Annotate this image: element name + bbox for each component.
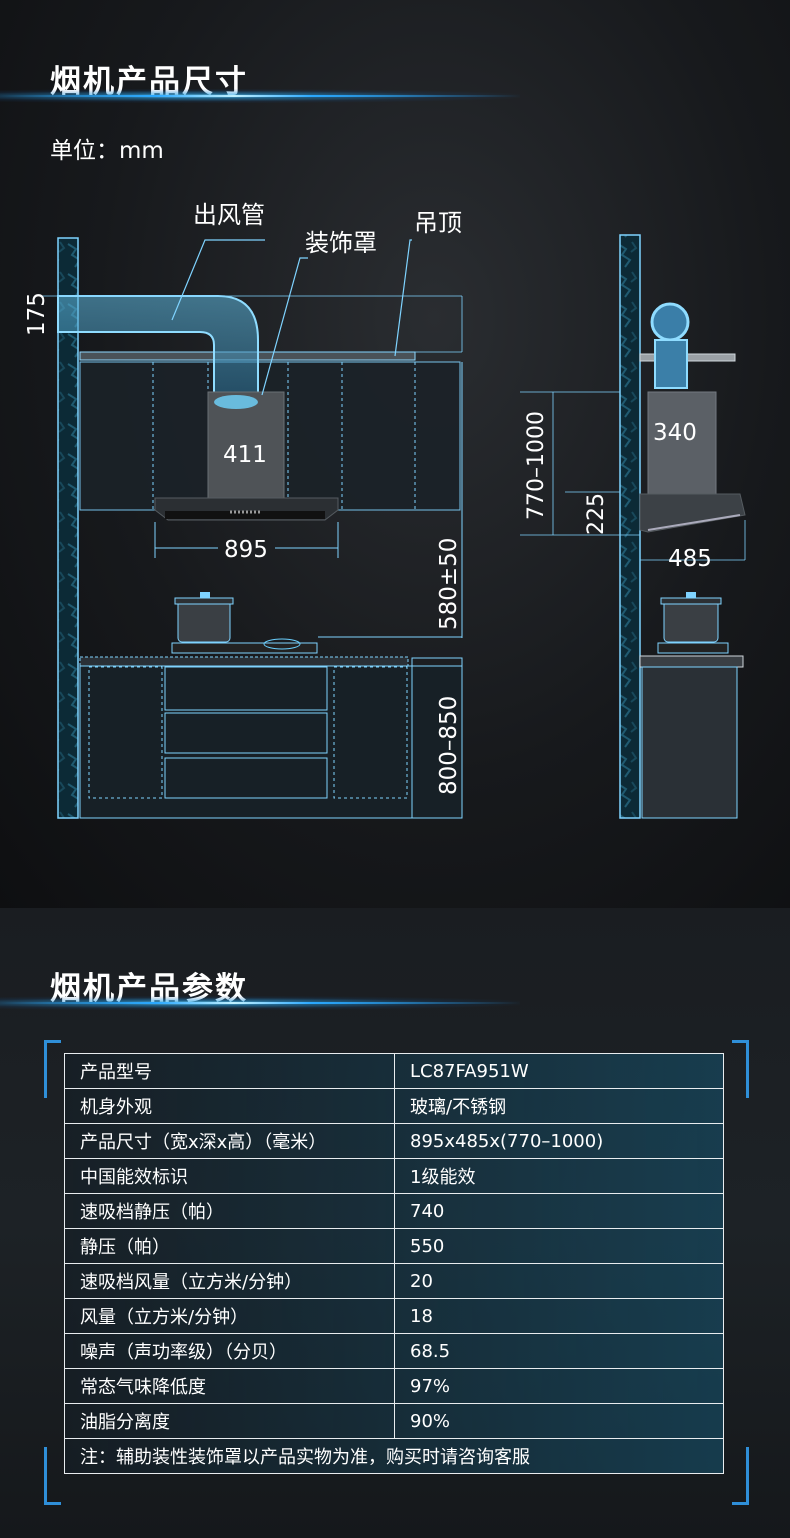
dim-895: 895 [224, 537, 268, 563]
spec-value: 895x485x(770–1000) [394, 1123, 724, 1159]
cover-side [647, 391, 717, 495]
dim-340: 340 [653, 420, 697, 446]
duct-side [650, 302, 690, 342]
table-row: 风量（立方米/分钟）18 [64, 1298, 724, 1334]
hood-side [639, 493, 746, 533]
label-ceiling: 吊顶 [414, 209, 462, 237]
spec-key: 常态气味降低度 [64, 1368, 395, 1404]
dim-411: 411 [223, 442, 267, 468]
spec-key: 风量（立方米/分钟） [64, 1298, 395, 1334]
table-row: 速吸档静压（帕）740 [64, 1193, 724, 1229]
table-row: 噪声（声功率级）（分贝）68.5 [64, 1333, 724, 1369]
table-row: 产品尺寸（宽x深x高）（毫米）895x485x(770–1000) [64, 1123, 724, 1159]
label-duct: 出风管 [193, 201, 265, 229]
spec-key: 静压（帕） [64, 1228, 395, 1264]
spec-key: 油脂分离度 [64, 1403, 395, 1439]
params-title-underline [0, 1002, 520, 1004]
spec-key: 产品尺寸（宽x深x高）（毫米） [64, 1123, 395, 1159]
spec-key: 产品型号 [64, 1053, 395, 1089]
lower-cabinets [79, 665, 463, 819]
spec-value: LC87FA951W [394, 1053, 724, 1089]
dim-580: 580±50 [436, 538, 462, 630]
dim-770: 770–1000 [524, 411, 549, 520]
spec-key: 机身外观 [64, 1088, 395, 1124]
title-underline [0, 95, 520, 97]
dimension-diagram: 出风管 装饰罩 吊顶 411 895 175 580±50 800–850 77… [24, 201, 746, 819]
bracket-top-left [44, 1040, 61, 1098]
spec-value: 68.5 [394, 1333, 724, 1369]
unit-label: 单位：mm [50, 138, 164, 164]
dim-225: 225 [584, 493, 609, 535]
spec-value: 740 [394, 1193, 724, 1229]
bracket-top-right [732, 1040, 749, 1098]
pot-left [177, 599, 231, 643]
dim-485: 485 [668, 546, 712, 572]
spec-value: 550 [394, 1228, 724, 1264]
table-row: 机身外观玻璃/不锈钢 [64, 1088, 724, 1124]
bracket-bottom-right [732, 1447, 749, 1505]
wall-left [57, 237, 79, 819]
spec-key: 中国能效标识 [64, 1158, 395, 1194]
label-cover: 装饰罩 [305, 229, 377, 257]
spec-key: 噪声（声功率级）（分贝） [64, 1333, 395, 1369]
bracket-bottom-left [44, 1447, 61, 1505]
table-row: 静压（帕）550 [64, 1228, 724, 1264]
wall-right [619, 234, 641, 819]
spec-note: 注：辅助装性装饰罩以产品实物为准，购买时请咨询客服 [64, 1438, 724, 1474]
spec-value: 90% [394, 1403, 724, 1439]
spec-value: 玻璃/不锈钢 [394, 1088, 724, 1124]
lower-cabinet-side [641, 666, 738, 819]
countertop [79, 656, 409, 667]
spec-key: 速吸档静压（帕） [64, 1193, 395, 1229]
table-row: 速吸档风量（立方米/分钟）20 [64, 1263, 724, 1299]
spec-key: 速吸档风量（立方米/分钟） [64, 1263, 395, 1299]
spec-value: 18 [394, 1298, 724, 1334]
spec-value: 97% [394, 1368, 724, 1404]
dim-800: 800–850 [436, 696, 462, 795]
pot-right [663, 599, 719, 643]
spec-value: 20 [394, 1263, 724, 1299]
dim-175: 175 [24, 292, 50, 336]
decor-cover [207, 391, 285, 499]
spec-value: 1级能效 [394, 1158, 724, 1194]
